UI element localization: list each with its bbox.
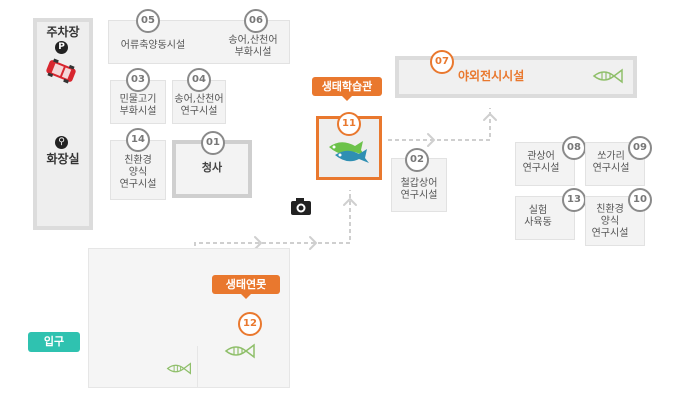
facility-11-callout[interactable]: 생태학습관 xyxy=(312,77,382,101)
facility-03-building xyxy=(110,80,166,124)
facility-01-badge[interactable]: 01 xyxy=(201,131,225,155)
facility-12-callout[interactable]: 생태연못 xyxy=(212,275,280,299)
facility-13-label: 실험 사육동 xyxy=(524,205,552,228)
facility-14-badge[interactable]: 14 xyxy=(126,128,150,152)
facility-10-badge[interactable]: 10 xyxy=(628,188,652,212)
facility-05-label: 어류축양동시설 xyxy=(120,40,186,51)
facility-02-badge[interactable]: 02 xyxy=(405,148,429,172)
fish-icon xyxy=(224,343,255,359)
facility-09-badge[interactable]: 09 xyxy=(628,136,652,160)
parking-label: 주차장 xyxy=(46,25,80,39)
facility-03-label: 민물고기 부화시설 xyxy=(119,94,157,117)
facility-03-badge[interactable]: 03 xyxy=(126,68,150,92)
facility-06-badge[interactable]: 06 xyxy=(244,9,268,33)
facility-13-badge[interactable]: 13 xyxy=(562,188,586,212)
ecology-pond-lower xyxy=(88,346,198,388)
restroom-label: 화장실 xyxy=(46,152,80,166)
facility-07-label: 야외전시시설 xyxy=(458,69,525,83)
facility-14-label: 친환경 양식 연구시설 xyxy=(119,155,157,190)
facility-01-label: 청사 xyxy=(201,161,223,174)
parking-icon: P xyxy=(55,41,68,54)
facility-06-label: 송어,산천어 부화시설 xyxy=(228,35,278,58)
facility-02-label: 철갑상어 연구시설 xyxy=(400,178,438,201)
entrance-badge[interactable]: 입구 xyxy=(28,332,80,352)
facility-04-label: 송어,산천어 연구시설 xyxy=(174,94,224,117)
facility-09-label: 쏘가리 연구시설 xyxy=(592,151,630,174)
fish-icon xyxy=(329,141,369,163)
fish-icon xyxy=(166,362,191,375)
facility-11-badge[interactable]: 11 xyxy=(337,112,361,136)
facility-08-label: 관상어 연구시설 xyxy=(522,151,560,174)
facility-04-badge[interactable]: 04 xyxy=(187,68,211,92)
fish-icon xyxy=(592,68,623,84)
facility-05-badge[interactable]: 05 xyxy=(136,9,160,33)
camera-icon[interactable] xyxy=(290,196,312,216)
facility-07-badge[interactable]: 07 xyxy=(430,50,454,74)
restroom-icon: ⚲ xyxy=(55,136,68,149)
car-icon xyxy=(46,58,76,84)
facility-12-badge[interactable]: 12 xyxy=(238,312,262,336)
facility-10-label: 친환경 양식 연구시설 xyxy=(591,204,629,239)
